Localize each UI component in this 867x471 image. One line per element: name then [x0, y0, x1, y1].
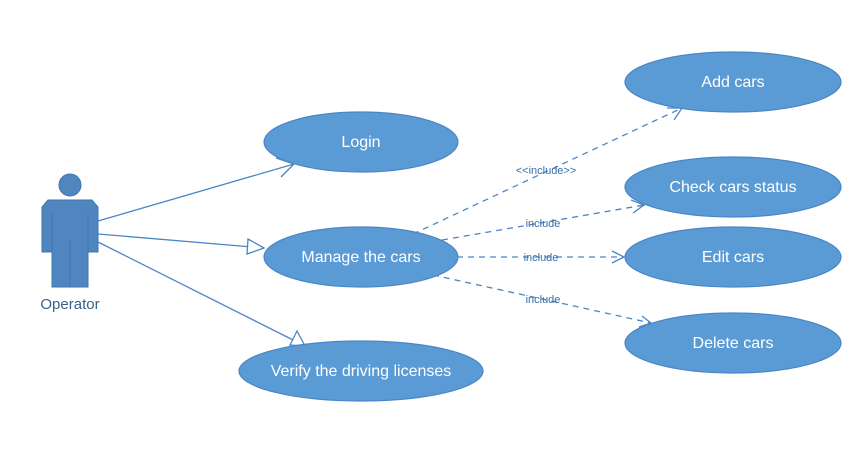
assoc-login [97, 163, 295, 222]
use-case-add-label: Add cars [701, 74, 764, 91]
use-case-delete-label: Delete cars [693, 335, 774, 352]
assoc-manage-arrowhead [246, 237, 266, 255]
actor-label: Operator [40, 296, 99, 313]
include-check-arrowhead [630, 199, 646, 214]
include-edit-arrowhead [611, 250, 626, 264]
use-case-verify-label: Verify the driving licenses [271, 363, 452, 380]
use-case-login-label: Login [341, 134, 380, 151]
use-case-verify-licenses: Verify the driving licenses [238, 340, 484, 402]
use-case-manage-label: Manage the cars [301, 249, 420, 266]
operator-actor [41, 173, 99, 288]
include-edit-label: include [524, 252, 559, 264]
include-check-label: include [526, 218, 561, 230]
include-add [412, 107, 683, 235]
assoc-verify-arrowhead [288, 329, 307, 347]
use-case-delete-cars: Delete cars [624, 312, 842, 374]
include-add-arrowhead [667, 107, 684, 121]
use-case-add-cars: Add cars [624, 51, 842, 113]
actor-head [58, 173, 82, 197]
use-case-login: Login [263, 111, 459, 173]
include-delete [432, 274, 652, 324]
use-case-manage-cars: Manage the cars [263, 226, 459, 288]
include-check [441, 204, 645, 241]
assoc-manage [97, 233, 265, 249]
use-case-check-status: Check cars status [624, 156, 842, 218]
use-case-edit-cars: Edit cars [624, 226, 842, 288]
use-case-check-label: Check cars status [669, 179, 796, 196]
use-case-edit-label: Edit cars [702, 249, 764, 266]
include-add-label: <<include>> [516, 165, 577, 177]
include-delete-label: include [526, 294, 561, 306]
assoc-verify [97, 241, 306, 347]
